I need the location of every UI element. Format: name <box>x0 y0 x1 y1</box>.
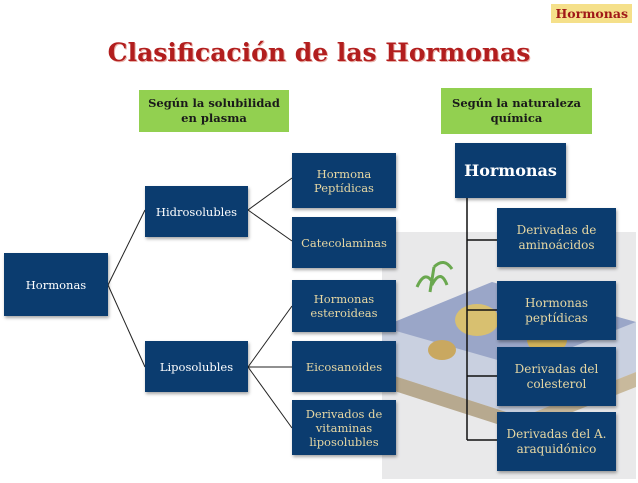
chemical-nature-category-label: Según la naturaleza química <box>441 88 592 134</box>
corner-tag: Hormonas <box>551 4 632 23</box>
solubility-category-label: Según la solubilidad en plasma <box>139 90 289 132</box>
eicosanoids-node: Eicosanoides <box>292 341 396 392</box>
catecholamines-node: Catecolaminas <box>292 217 396 268</box>
peptide-hormone-node: Hormona Peptídicas <box>292 153 396 208</box>
page-title: Clasificación de las Hormonas <box>107 38 531 67</box>
arachidonic-acid-derivatives-node: Derivadas del A. araquidónico <box>497 412 616 471</box>
liposoluble-node: Liposolubles <box>145 341 248 392</box>
peptide-hormones-node: Hormonas peptídicas <box>497 281 616 340</box>
left-root-node: Hormonas <box>4 253 108 316</box>
cholesterol-derivatives-node: Derivadas del colesterol <box>497 347 616 406</box>
liposoluble-vitamin-derivatives-node: Derivados de vitaminas liposolubles <box>292 400 396 455</box>
hydrosoluble-node: Hidrosolubles <box>145 186 248 237</box>
steroid-hormones-node: Hormonas esteroideas <box>292 280 396 332</box>
right-root-node: Hormonas <box>455 143 566 198</box>
amino-acid-derivatives-node: Derivadas de aminoácidos <box>497 208 616 267</box>
